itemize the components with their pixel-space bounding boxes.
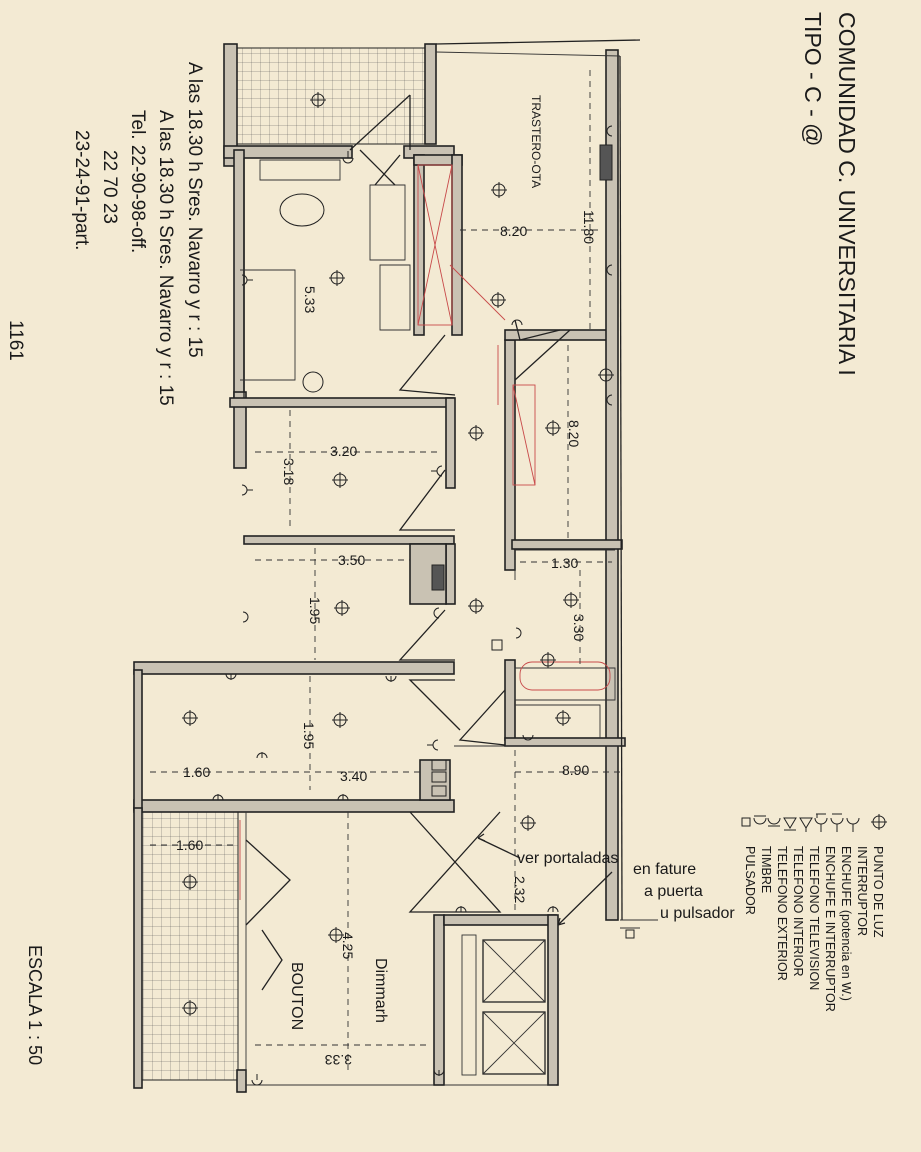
legend-item-socket-switch: ENCHUFE E INTERRUPTOR [823,846,837,1012]
legend-item-tv-phone: TELEFONO TELEVISION [807,846,821,990]
legend: PUNTO DE LUZ INTERRUPTOR ENCHUFE (potenc… [741,813,888,1012]
handwritten-line-4: 22 70 23 [99,150,120,224]
legend-item-doorbell: TIMBRE [759,846,773,893]
dimension-5-33: 5.33 [302,286,318,313]
red-markings [239,164,611,900]
elevators [461,934,546,1076]
handwritten-line-5: 23-24-91-part. [71,130,92,250]
portaladas-leader [477,833,521,859]
portaladas-note: ver portaladas [517,850,618,867]
legend-item-switch: INTERRUPTOR [855,846,869,936]
dimension-lines [150,70,625,1070]
dimension-8-90: 8.90 [562,762,589,778]
tv-phone-icon [799,817,813,832]
legend-item-push-button: PULSADOR [743,846,757,915]
switch-icon [846,817,860,832]
legend-item-light-point: PUNTO DE LUZ [871,846,885,938]
legend-item-socket: ENCHUFE (potencia en W.) [839,846,853,1001]
legend-item-interior-phone: TELEFONO INTERIOR [791,846,805,977]
handwritten-line-1: A las 18.30 h Sres. Navarro y r : 15 [184,62,205,358]
sheet-number: 1161 [5,320,26,361]
balcony-bottom [141,811,239,1081]
dimension-4-25: 4.25 [340,932,356,959]
dimension-1-60-b: 1.60 [176,837,203,853]
light-point-icon [870,813,888,831]
balcony-top [236,47,426,145]
interior-lines [240,39,658,1086]
exterior-phone-icon [767,817,781,827]
dimension-1-30: 1.30 [551,555,578,571]
doorbell-icon [753,815,767,825]
dimension-1-95-b: 1.95 [301,722,317,749]
dimension-8-20-right: 8.20 [566,420,582,447]
handwritten-line-3: Tel. 22-90-98-off. [127,110,148,253]
dimension-8-20-top: 8.20 [500,223,527,239]
push-button-icon [741,817,751,827]
dimension-3-18: 3.18 [281,458,297,485]
door-swings [245,94,571,991]
handwritten-line-2: A las 18.30 h Sres. Navarro y r : 15 [155,110,176,406]
fature-note-1: en fature [633,861,696,878]
title-line-2: TIPO - C - @ [800,12,826,147]
switch-symbols [212,125,635,1086]
storage-room-label: TRASTERO-OTA [529,95,543,188]
fature-note-2: a puerta [644,883,703,900]
dimension-1-95-a: 1.95 [307,597,323,624]
title-line-1: COMUNIDAD C. UNIVERSITARIA I [834,12,860,376]
dimension-2-32: 2.32 [512,876,528,903]
bouton-label: BOUTON [288,962,305,1030]
socket-switch-icon [814,813,828,832]
dimension-3-30: 3.30 [571,614,587,641]
dimension-3-33: 3.33 [325,1052,352,1068]
dimmarh-label: Dimmarh [372,958,389,1023]
socket-icon [830,813,844,832]
dimension-3-50: 3.50 [338,552,365,568]
legend-item-exterior-phone: TELEFONO EXTERIOR [775,846,789,981]
light-points [181,91,615,1017]
fature-note-3: u pulsador [660,905,735,922]
dimension-1-60-a: 1.60 [183,764,210,780]
interior-phone-icon [783,817,797,831]
dimension-3-40: 3.40 [340,768,367,784]
dimension-11-80: 11.80 [581,210,597,244]
walls [133,43,626,1093]
fature-leader [557,871,613,926]
dimension-3-20: 3.20 [330,443,357,459]
scale-label: ESCALA 1 : 50 [25,945,45,1065]
